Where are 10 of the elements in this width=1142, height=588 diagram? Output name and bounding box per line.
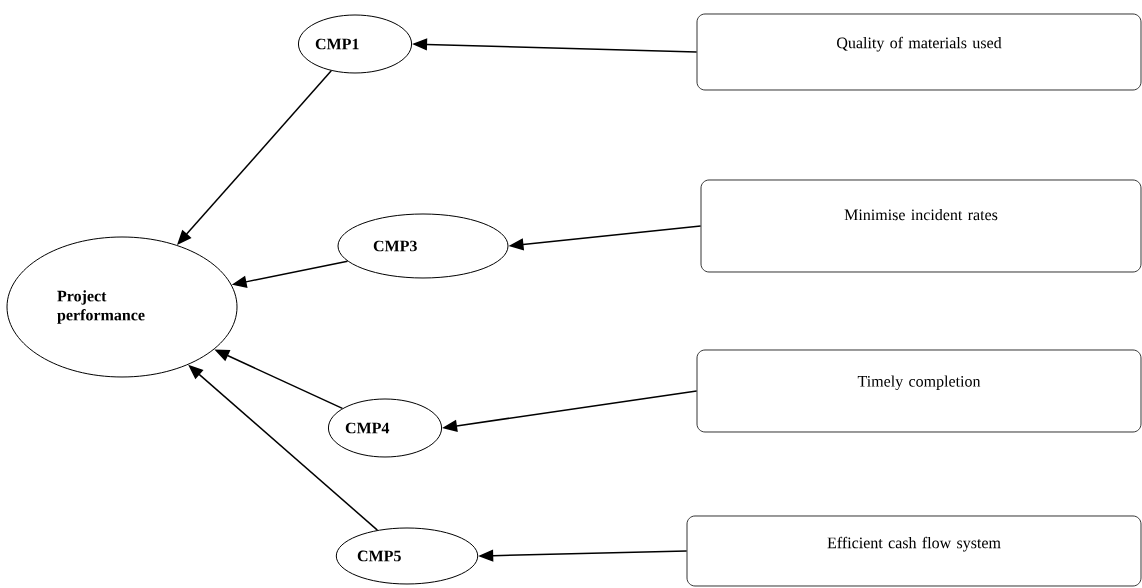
rounded-box: Quality of materials used [696,13,1142,91]
ellipse-node: CMP3 [337,213,509,279]
rounded-box: Efficient cash flow system [686,515,1142,587]
ellipse-node: Project performance [6,236,238,378]
ellipse-node: CMP1 [297,14,413,74]
ellipse-node: CMP5 [335,527,479,585]
rounded-box: Minimise incident rates [700,179,1142,273]
rounded-box: Timely completion [696,349,1142,433]
ellipse-node: CMP4 [327,398,443,458]
arrow [177,70,332,245]
